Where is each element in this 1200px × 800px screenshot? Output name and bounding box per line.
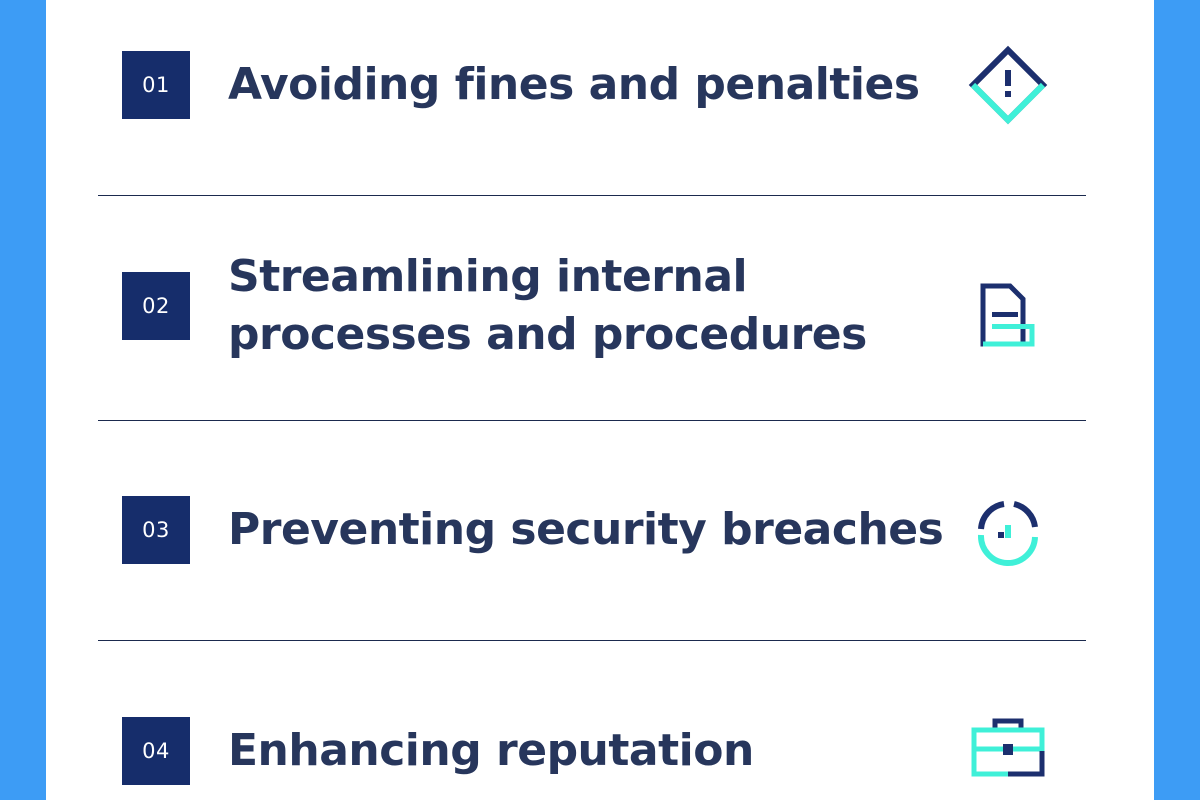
list-item-1: 01 Avoiding fines and penalties — [46, 0, 1154, 195]
item-title: Avoiding fines and penalties — [228, 59, 920, 110]
item-number-badge: 03 — [122, 496, 190, 564]
item-number-badge: 01 — [122, 51, 190, 119]
list-item-2: 02 Streamlining internal processes and p… — [46, 196, 1154, 420]
divider — [98, 420, 1086, 421]
item-number-badge: 02 — [122, 272, 190, 340]
list-item-3: 03 Preventing security breaches — [46, 421, 1154, 640]
item-number-badge: 04 — [122, 717, 190, 785]
divider — [98, 195, 1086, 196]
list-item-4: 04 Enhancing reputation — [46, 641, 1154, 800]
item-title: Streamlining internal processes and proc… — [228, 251, 867, 360]
item-title: Preventing security breaches — [228, 504, 944, 555]
warning-diamond-icon — [968, 45, 1048, 125]
gauge-chart-icon — [977, 501, 1038, 566]
document-icon — [980, 283, 1035, 347]
item-title: Enhancing reputation — [228, 725, 754, 776]
briefcase-icon — [971, 718, 1045, 777]
benefits-card: 01 Avoiding fines and penalties 02 Strea… — [46, 0, 1154, 800]
divider — [98, 640, 1086, 641]
